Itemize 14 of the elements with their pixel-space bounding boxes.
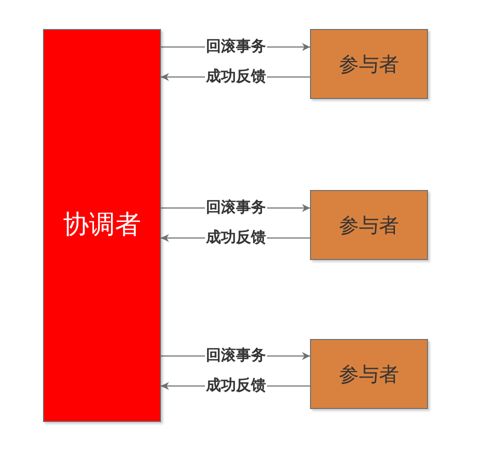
edge-label: 回滚事务 (205, 346, 267, 364)
edge-label: 回滚事务 (205, 37, 267, 55)
node-label: 协调者 (63, 210, 141, 242)
edge-label: 成功反馈 (205, 376, 267, 394)
node-label: 参与者 (339, 52, 399, 76)
node-label: 参与者 (339, 362, 399, 386)
participant-box (310, 29, 428, 99)
edge-label: 成功反馈 (205, 67, 267, 85)
participant-box (310, 339, 428, 409)
coordinator-box (43, 29, 161, 422)
edge-label: 回滚事务 (205, 198, 267, 216)
edge-label: 成功反馈 (205, 228, 267, 246)
node-label: 参与者 (339, 213, 399, 237)
participant-box (310, 190, 428, 260)
